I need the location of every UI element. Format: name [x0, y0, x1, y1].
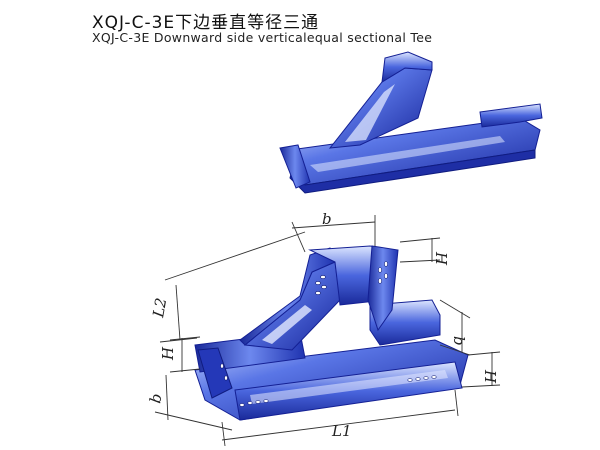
dimensioned-tee-illustration — [194, 245, 469, 421]
top-tee-illustration — [279, 51, 543, 194]
dim-label-h-right: H — [481, 369, 499, 384]
dim-label-h-left: H — [159, 346, 177, 361]
dim-label-l2: L2 — [149, 296, 170, 319]
title-english: XQJ-C-3E Downward side verticalequal sec… — [92, 30, 433, 45]
title-chinese: XQJ-C-3E下边垂直等径三通 — [92, 13, 320, 33]
dim-label-b-left: b — [146, 392, 165, 405]
dim-label-b-top: b — [322, 210, 332, 228]
dim-label-l1: L1 — [331, 422, 352, 440]
dimension-lines — [154, 215, 501, 447]
dim-label-b-right: b — [450, 336, 468, 346]
dim-label-h-top: H — [432, 251, 450, 266]
